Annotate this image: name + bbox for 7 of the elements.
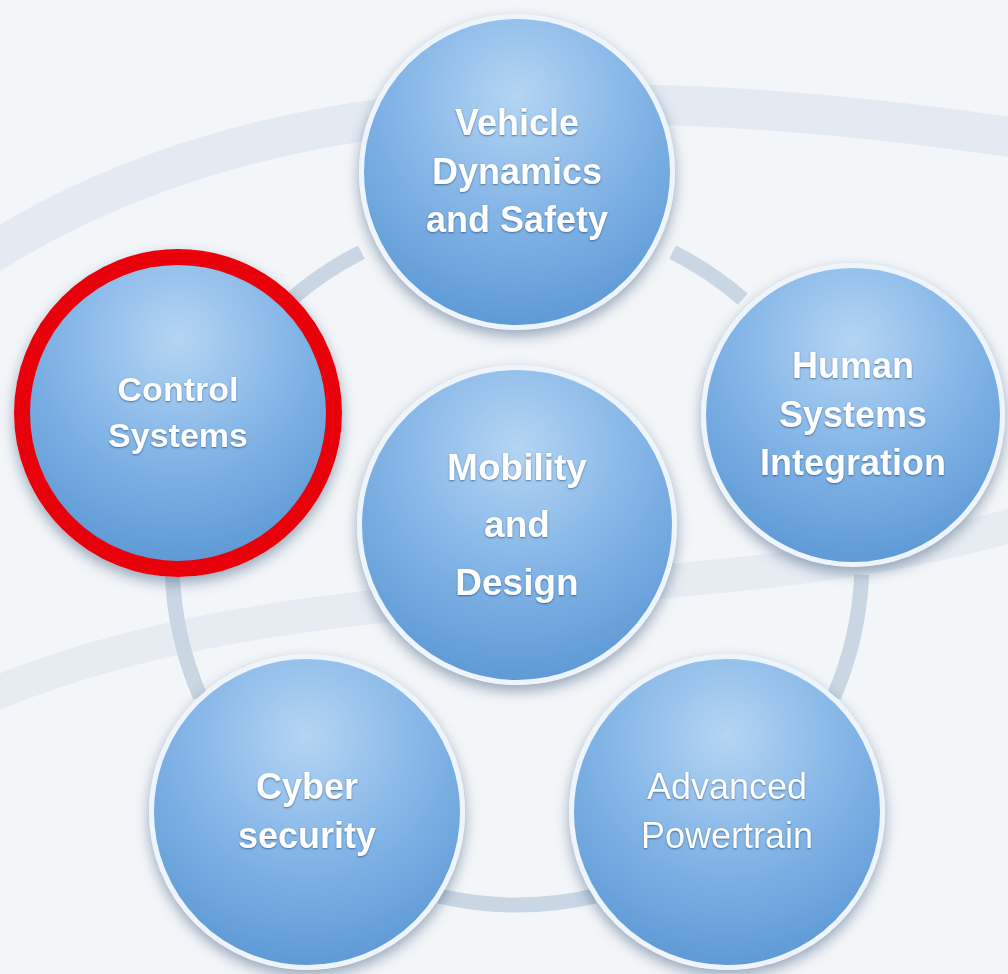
circle-label: Cyber security [236, 765, 378, 858]
circle-label: Mobility and Design [446, 446, 588, 605]
circle-label: Advanced Powertrain [639, 765, 815, 858]
circle-label: Control Systems [107, 369, 249, 456]
circle-label: Vehicle Dynamics and Safety [424, 101, 609, 243]
circle-label: Human Systems Integration [759, 344, 947, 486]
ring-segment [438, 888, 596, 913]
